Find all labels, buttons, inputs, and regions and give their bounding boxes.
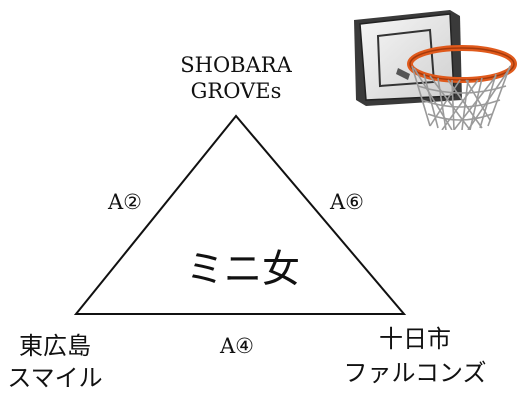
team-label-bottom-left: 東広島 スマイル bbox=[0, 330, 110, 394]
edge-label-right: A⑥ bbox=[330, 190, 364, 214]
triangle bbox=[73, 114, 407, 315]
team-top-line2: GROVEs bbox=[190, 79, 282, 103]
edge-label-left: A② bbox=[108, 190, 142, 214]
basketball-hoop-icon bbox=[354, 10, 517, 130]
team-top-line1: SHOBARA bbox=[180, 53, 292, 77]
team-bottom-right-line2: ファルコンズ bbox=[343, 359, 487, 387]
team-label-top: SHOBARA GROVEs bbox=[166, 52, 306, 104]
team-bottom-left-line1: 東広島 bbox=[19, 332, 91, 360]
edge-label-bottom: A④ bbox=[220, 334, 254, 358]
center-label: ミニ女 bbox=[186, 247, 301, 291]
team-bottom-left-line2: スマイル bbox=[7, 364, 103, 392]
team-bottom-right-line1: 十日市 bbox=[379, 325, 451, 353]
team-label-bottom-right: 十日市 ファルコンズ bbox=[320, 322, 510, 390]
